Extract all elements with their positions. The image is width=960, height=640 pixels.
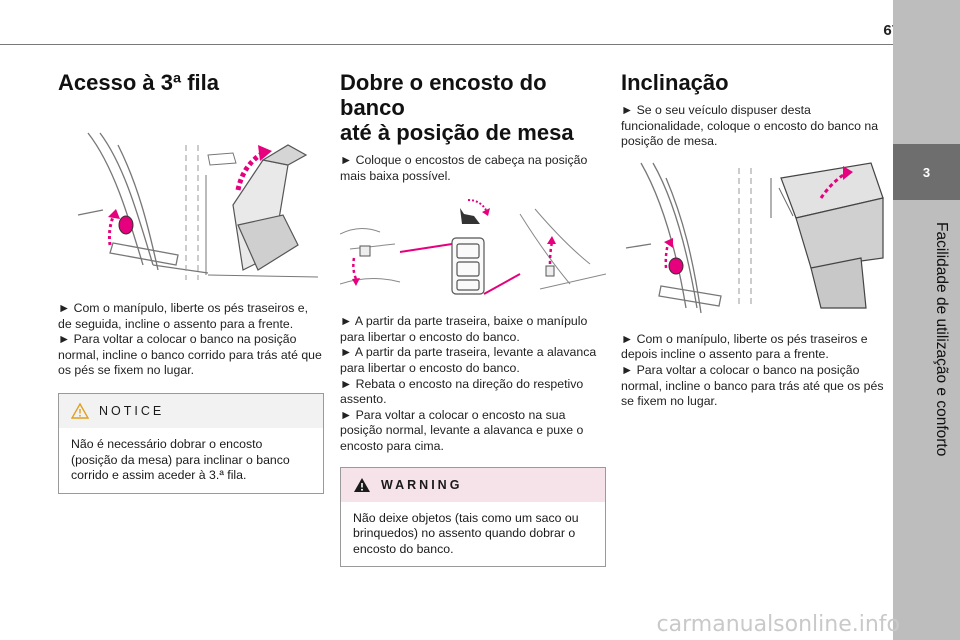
illustration-third-row-access: [77, 132, 319, 280]
chapter-sidebar: [893, 0, 960, 640]
notice-text: Não é necessário dobrar o encosto (posiç…: [59, 427, 323, 493]
section-tilt: Inclinação ► Se o seu veículo dispuser d…: [621, 70, 887, 410]
intro-step: ► Coloque o encostos de cabeça na posiçã…: [340, 153, 588, 183]
section-title: Inclinação: [621, 70, 729, 95]
step-4: ► Para voltar a colocar o encosto na sua…: [340, 407, 584, 453]
step-2: ► Para voltar a colocar o banco na posiç…: [621, 362, 884, 409]
warning-text: Não deixe objetos (tais como um saco ou …: [341, 501, 605, 567]
step-1: ► A partir da parte traseira, baixe o ma…: [340, 314, 588, 344]
warning-label: WARNING: [381, 477, 463, 492]
warning-box: WARNING Não deixe objetos (tais como um …: [340, 466, 606, 568]
step-3: ► Rebata o encosto na direção do respeti…: [340, 376, 584, 407]
chapter-title: Facilidade de utilização e conforto: [933, 222, 950, 457]
step-1: ► Com o manípulo, liberte os pés traseir…: [621, 331, 868, 362]
notice-box: NOTICE Não é necessário dobrar o encosto…: [58, 392, 324, 494]
section-title: Acesso à 3ª fila: [58, 70, 220, 95]
section-title-line-1: Dobre o encosto do banco: [340, 70, 547, 120]
notice-triangle-icon: [71, 402, 89, 419]
step-1: ► Com o manípulo, liberte os pés traseir…: [58, 301, 309, 331]
step-2: ► Para voltar a colocar o banco na posiç…: [58, 332, 322, 378]
illustration-tilt-seat: [625, 162, 884, 313]
header-rule: [0, 44, 893, 45]
chapter-tab[interactable]: 3: [893, 144, 960, 200]
section-table-position: Dobre o encosto do banco até à posição d…: [340, 70, 606, 568]
footer-watermark: carmanualsonline.info: [656, 612, 900, 637]
notice-label: NOTICE: [99, 403, 165, 418]
illustration-fold-backrest: [340, 199, 606, 296]
step-2: ► A partir da parte traseira, levante a …: [340, 345, 597, 375]
section-third-row-access: Acesso à 3ª fila ► Com o: [58, 70, 324, 494]
section-title-line-2: até à posição de mesa: [340, 120, 574, 145]
intro-step: ► Se o seu veículo dispuser desta funcio…: [621, 103, 879, 149]
warning-triangle-icon: [354, 477, 370, 492]
chapter-number: 3: [922, 164, 931, 180]
